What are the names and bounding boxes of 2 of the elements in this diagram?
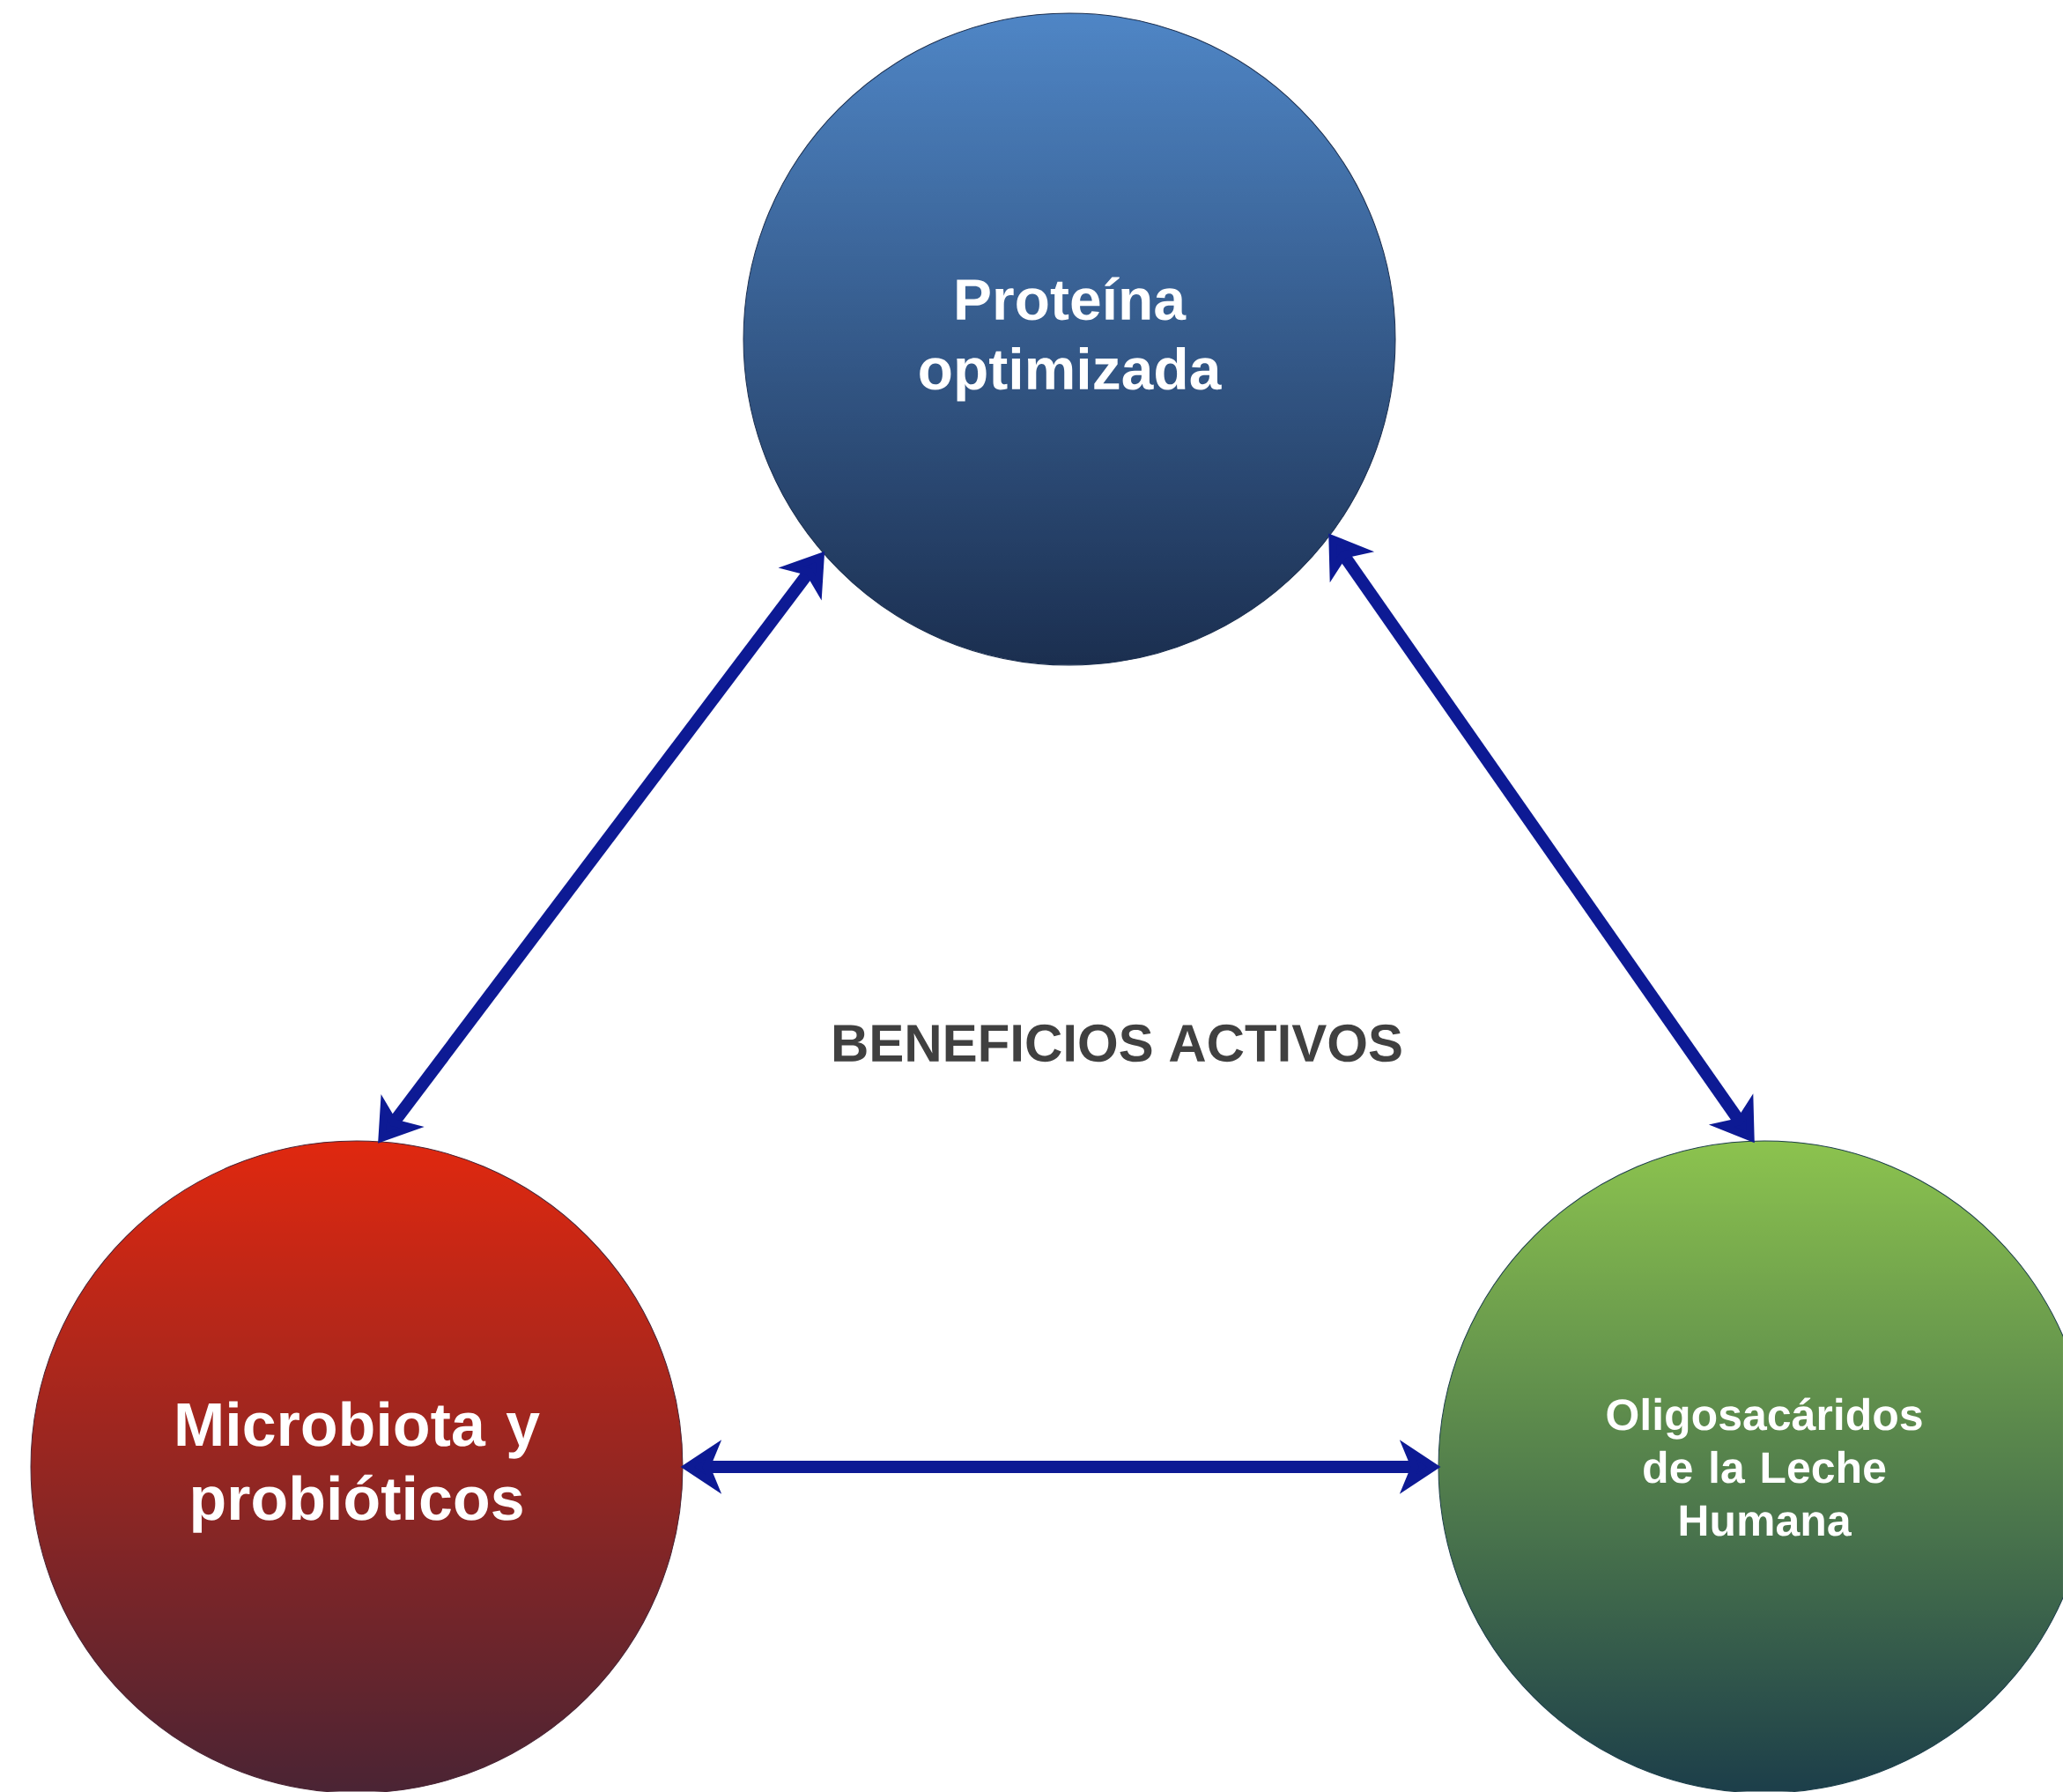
circle-node: Proteína optimizada <box>743 12 1396 666</box>
center-label: BENEFICIOS ACTIVOS <box>834 1024 1401 1063</box>
